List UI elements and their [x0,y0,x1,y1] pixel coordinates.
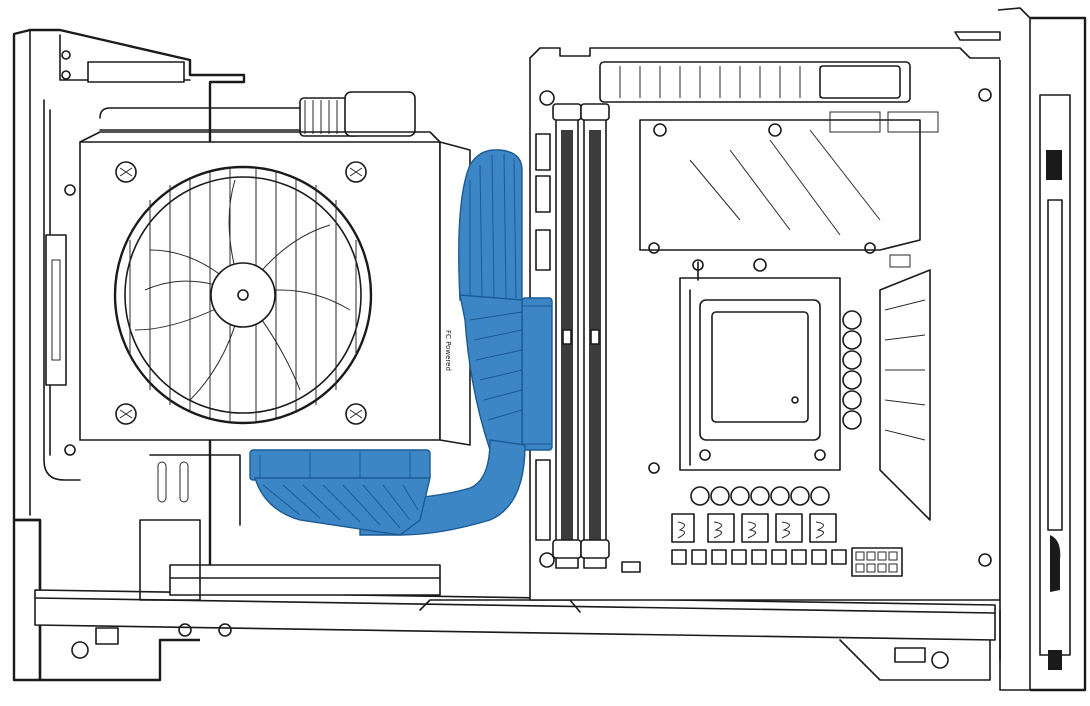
capacitors [690,310,862,506]
cpu-cooler: FC Powered [79,91,471,446]
cooler-brand-mark: FC Powered [444,330,452,371]
cpu-socket [679,258,841,471]
cooler-screws [115,161,367,425]
chokes [671,513,837,543]
motherboard [529,47,1001,601]
drive-bracket [139,454,441,601]
cpu-cooler-fan [113,165,373,425]
gpu-riser-bracket [954,7,1087,692]
atx-power-cable [249,149,553,536]
ram-slots [552,103,610,569]
